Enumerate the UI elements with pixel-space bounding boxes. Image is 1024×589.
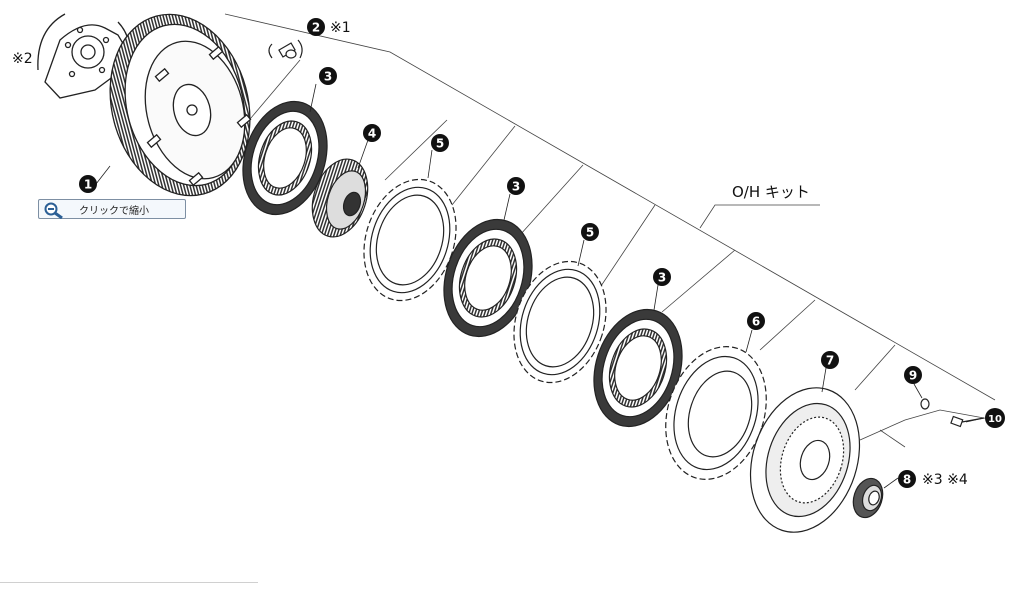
- bottom-divider: [0, 582, 258, 583]
- callout-1: 1: [79, 175, 97, 193]
- svg-text:7: 7: [826, 354, 834, 368]
- svg-text:1: 1: [84, 178, 92, 192]
- plate-2: [513, 260, 607, 384]
- flywheel-part: [109, 13, 252, 197]
- svg-text:3: 3: [324, 70, 332, 84]
- side-bracket-part: [37, 13, 131, 99]
- callout-5a: 5: [431, 134, 449, 152]
- callout-2-note: ※1: [330, 20, 351, 36]
- svg-text:2: 2: [312, 21, 320, 35]
- zoom-out-icon: [43, 201, 65, 220]
- bolt-part: [268, 39, 303, 59]
- clutch-disc-3: [593, 308, 683, 428]
- bearing-part: [852, 477, 884, 519]
- svg-text:8: 8: [903, 473, 911, 487]
- washer-part: [920, 398, 930, 410]
- callout-4: 4: [363, 124, 381, 142]
- svg-text:4: 4: [368, 127, 376, 141]
- zoom-out-label: クリックで縮小: [79, 206, 149, 217]
- callout-8-note: ※3 ※4: [922, 472, 968, 488]
- callout-10: 10: [985, 408, 1005, 428]
- svg-text:5: 5: [586, 226, 594, 240]
- svg-text:9: 9: [909, 369, 917, 383]
- callout-9: 9: [904, 366, 922, 384]
- hub-part: [311, 158, 369, 238]
- callout-2: 2: [307, 18, 325, 36]
- zoom-out-button[interactable]: クリックで縮小: [38, 199, 186, 220]
- svg-text:10: 10: [988, 414, 1002, 425]
- clutch-disc-1: [242, 100, 328, 216]
- pressure-cover-part: [749, 387, 861, 533]
- svg-text:3: 3: [658, 271, 666, 285]
- callout-5b: 5: [581, 223, 599, 241]
- callout-leaders: [95, 83, 985, 489]
- callout-7: 7: [821, 351, 839, 369]
- plate-1: [363, 178, 457, 302]
- callout-3b: 3: [507, 177, 525, 195]
- callout-6: 6: [747, 312, 765, 330]
- outer-plate-part: [665, 346, 767, 480]
- svg-text:5: 5: [436, 137, 444, 151]
- side-note-label: ※2: [12, 51, 33, 67]
- guide-lines: [224, 13, 996, 448]
- clutch-disc-2: [443, 218, 533, 338]
- callout-3c: 3: [653, 268, 671, 286]
- callout-3a: 3: [319, 67, 337, 85]
- callout-8: 8: [898, 470, 916, 488]
- svg-text:6: 6: [752, 315, 760, 329]
- callout-badges: 1 2 ※1 3 4 5 3 5 3: [79, 18, 1005, 488]
- svg-text:3: 3: [512, 180, 520, 194]
- overhaul-kit-label: O/H キット: [732, 183, 810, 201]
